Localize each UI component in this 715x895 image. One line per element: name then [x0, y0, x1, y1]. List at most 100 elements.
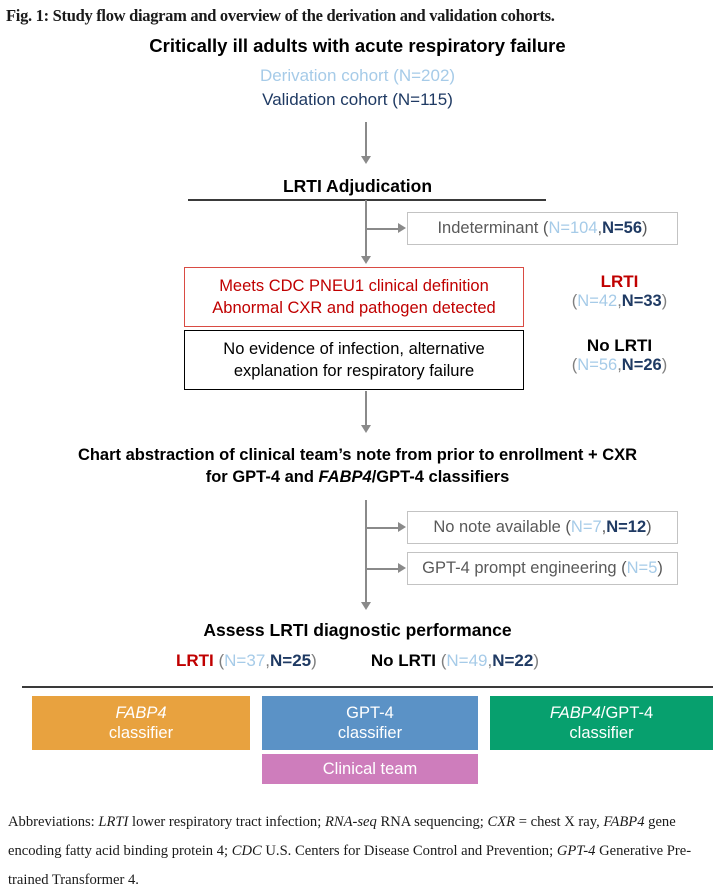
no-lrti-n-validation: N=26: [621, 356, 662, 374]
abbrev-term-rnaseq: RNA-seq: [324, 814, 377, 830]
connector-to-no-note: [366, 527, 399, 529]
no-note-n-derivation: N=7: [570, 518, 602, 536]
indeterminant-label: Indeterminant (: [437, 219, 549, 237]
meets-cdc-definition-box[interactable]: Meets CDC PNEU1 clinical definition Abno…: [184, 267, 524, 327]
assess-lrti-comma: ,: [265, 651, 271, 670]
meets-cdc-line-1: Meets CDC PNEU1 clinical definition: [219, 277, 489, 295]
adjudication-divider: [188, 199, 546, 201]
assess-lrti-n-validation: N=25: [270, 651, 312, 670]
chart-abstraction-line-2-prefix: for GPT-4 and: [205, 468, 319, 486]
fabp4-classifier-sub: classifier: [108, 724, 174, 742]
fabp4-classifier-gene: FABP4: [115, 704, 167, 722]
figure-caption: Fig. 1: Study flow diagram and overview …: [6, 6, 555, 25]
prompt-engineering-n-derivation: N=5: [626, 559, 658, 577]
gpt4-prompt-engineering-box[interactable]: GPT-4 prompt engineering (N=5): [407, 552, 678, 585]
prompt-engineering-label: GPT-4 prompt engineering (: [422, 559, 627, 577]
indeterminant-close-paren: ): [642, 219, 648, 237]
no-note-label: No note available (: [433, 518, 571, 536]
lrti-outcome-label: LRTI (N=42,N=33): [524, 272, 715, 311]
assess-lrti-open-paren: (: [213, 651, 225, 670]
abbrev-lead: Abbreviations:: [8, 814, 99, 830]
indeterminant-n-validation: N=56: [602, 219, 643, 237]
no-lrti-comma: ,: [617, 356, 622, 374]
abbrev-def-fabp4: gene encoding fatty acid binding protein…: [8, 814, 676, 859]
gpt4-classifier-sub: classifier: [337, 724, 403, 742]
chart-abstraction-line-1: Chart abstraction of clinical team’s not…: [77, 446, 638, 464]
lrti-n-derivation: N=42: [577, 292, 618, 310]
connector-header-to-adjudication: [365, 122, 367, 158]
assess-lrti-group: LRTI (N=37,N=25): [176, 651, 317, 671]
abbrev-term-cdc: CDC: [231, 843, 262, 859]
indeterminant-n-derivation: N=104: [548, 219, 598, 237]
abbrev-def-cxr: = chest X ray,: [515, 814, 604, 830]
meets-cdc-line-2: Abnormal CXR and pathogen detected: [212, 299, 496, 317]
lrti-close-paren: ): [661, 292, 668, 310]
arrow-to-indeterminant: [398, 222, 406, 233]
arrow-chart-to-assess: [360, 602, 371, 610]
gpt4-classifier-box[interactable]: GPT-4 classifier: [262, 696, 478, 750]
connector-to-indeterminant: [366, 228, 399, 230]
no-lrti-close-paren: ): [661, 356, 668, 374]
combo-classifier-sub: classifier: [569, 724, 634, 742]
assess-performance-heading: Assess LRTI diagnostic performance: [203, 620, 512, 640]
fabp4-classifier-name: FABP4: [115, 703, 166, 723]
connector-to-prompt-engineering: [366, 568, 399, 570]
arrow-definitions-to-chart: [360, 425, 371, 433]
lrti-comma: ,: [617, 292, 622, 310]
assess-performance-counts: LRTI (N=37,N=25)No LRTI (N=49,N=22): [0, 651, 715, 671]
lrti-adjudication-heading: LRTI Adjudication: [282, 176, 433, 196]
lrti-outcome-counts: (N=42,N=33): [524, 292, 715, 311]
abbrev-def-lrti: lower respiratory tract infection;: [128, 814, 325, 830]
derivation-cohort-label: Derivation cohort (N=202): [259, 66, 456, 85]
no-note-n-validation: N=12: [606, 518, 647, 536]
chart-abstraction-line-2: for GPT-4 and FABP4/GPT-4 classifiers: [0, 466, 715, 488]
no-lrti-outcome-label: No LRTI (N=56,N=26): [524, 336, 715, 375]
fabp4-classifier-box[interactable]: FABP4 classifier: [32, 696, 250, 750]
no-note-close-paren: ): [646, 518, 652, 536]
assess-no-lrti-n-validation: N=22: [492, 651, 534, 670]
assess-no-lrti-comma: ,: [487, 651, 493, 670]
assess-no-lrti-title: No LRTI: [370, 651, 436, 670]
indeterminant-box[interactable]: Indeterminant (N=104,N=56): [407, 212, 678, 245]
clinical-team-box[interactable]: Clinical team: [262, 754, 478, 784]
abbrev-def-rnaseq: RNA sequencing;: [376, 814, 488, 830]
assess-no-lrti-close-paren: ): [533, 651, 540, 670]
lrti-n-validation: N=33: [621, 292, 662, 310]
prompt-engineering-close-paren: ): [657, 559, 663, 577]
abbrev-term-cxr: CXR: [487, 814, 516, 830]
combo-classifier-gene: FABP4: [549, 704, 601, 722]
arrow-to-no-note: [398, 521, 406, 532]
no-evidence-line-2: explanation for respiratory failure: [233, 362, 475, 380]
chart-abstraction-fabp4: FABP4: [318, 468, 372, 486]
gpt4-classifier-name: GPT-4: [346, 703, 394, 723]
connector-definitions-to-chart: [365, 391, 367, 427]
no-note-available-box[interactable]: No note available (N=7,N=12): [407, 511, 678, 544]
abbrev-def-gpt4: Generative Pre-trained Transformer 4.: [8, 843, 692, 888]
chart-abstraction-line-2-suffix: /GPT-4 classifiers: [371, 468, 510, 486]
assess-no-lrti-group: No LRTI (N=49,N=22): [371, 651, 539, 671]
assess-no-lrti-n-derivation: N=49: [446, 651, 488, 670]
lrti-outcome-title: LRTI: [600, 272, 639, 291]
validation-cohort-label: Validation cohort (N=115): [262, 90, 453, 109]
arrow-header-to-adjudication: [360, 156, 371, 164]
connector-chart-stem: [365, 500, 367, 604]
abbrev-term-gpt4: GPT-4: [556, 843, 596, 859]
assess-lrti-n-derivation: N=37: [224, 651, 266, 670]
no-lrti-n-derivation: N=56: [577, 356, 618, 374]
assess-lrti-close-paren: ): [311, 651, 317, 670]
no-evidence-line-1: No evidence of infection, alternative: [223, 340, 485, 358]
no-note-comma: ,: [601, 518, 607, 536]
no-lrti-outcome-counts: (N=56,N=26): [524, 356, 715, 375]
assess-no-lrti-open-paren: (: [435, 651, 447, 670]
lrti-open-paren: (: [571, 292, 578, 310]
combo-classifier-name: FABP4/GPT-4: [550, 703, 653, 723]
chart-abstraction-heading: Chart abstraction of clinical team’s not…: [0, 444, 715, 488]
assess-lrti-title: LRTI: [175, 651, 214, 670]
no-lrti-open-paren: (: [571, 356, 578, 374]
assess-divider: [22, 686, 713, 688]
abbrev-term-lrti: LRTI: [98, 814, 129, 830]
no-evidence-definition-box[interactable]: No evidence of infection, alternative ex…: [184, 330, 524, 390]
abbrev-def-cdc: U.S. Centers for Disease Control and Pre…: [261, 843, 557, 859]
page-title: Critically ill adults with acute respira…: [149, 35, 566, 56]
fabp4-gpt4-classifier-box[interactable]: FABP4/GPT-4 classifier: [490, 696, 713, 750]
